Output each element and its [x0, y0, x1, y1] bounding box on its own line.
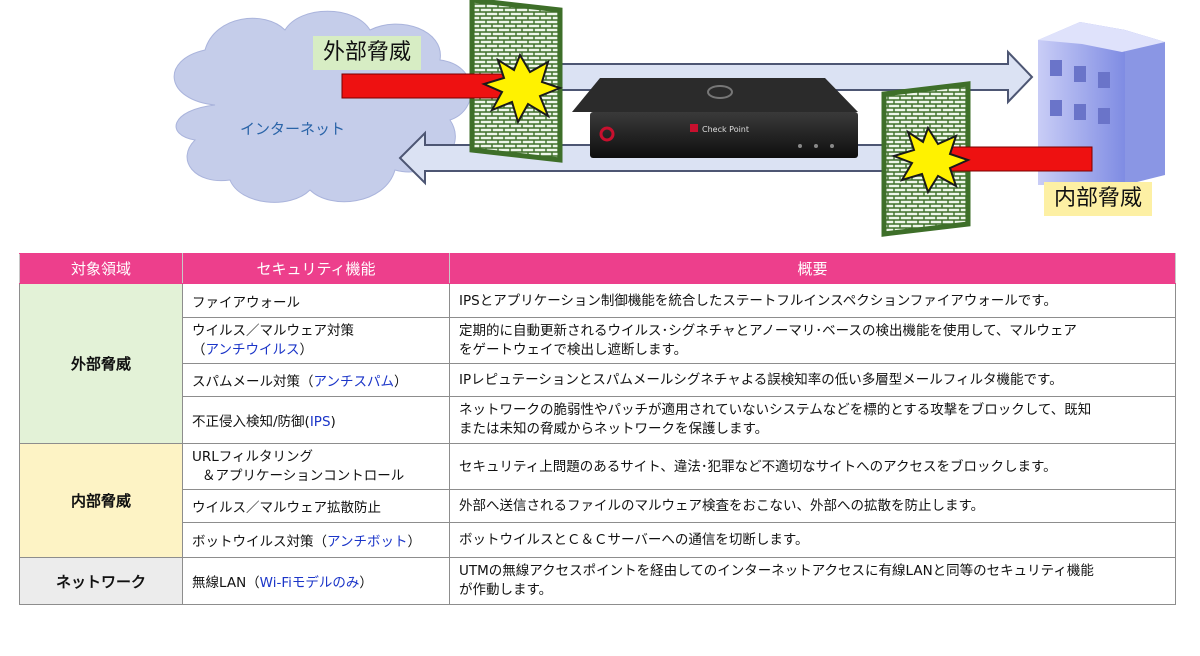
paren-close: ） — [393, 374, 408, 390]
function-highlight: アンチスパム — [313, 374, 394, 390]
table-row: 外部脅威 ファイアウォール IPSとアプリケーション制御機能を統合したステートフ… — [19, 283, 1176, 444]
table-row: ボットウイルス対策（アンチボット） ボットウイルスとＣ＆Ｃサーバーへの通信を切断… — [20, 522, 1176, 558]
external-threat-label: 外部脅威 — [313, 36, 422, 70]
paren-close: ） — [359, 575, 373, 591]
external-threat-arrow — [341, 73, 513, 99]
function-text: スパムメール対策（ — [192, 374, 314, 390]
description-cell: セキュリティ上問題のあるサイト、違法･犯罪など不適切なサイトへのアクセスをブロッ… — [449, 443, 1176, 490]
function-cell: ボットウイルス対策（アンチボット） — [182, 522, 450, 558]
table-row: ウイルス／マルウェア拡散防止 外部へ送信されるファイルのマルウェア検査をおこない… — [20, 489, 1176, 523]
description-cell: 外部へ送信されるファイルのマルウェア検査をおこない、外部への拡散を防止します。 — [449, 489, 1176, 523]
description-line: をゲートウェイで検出し遮断します。 — [459, 341, 688, 358]
function-cell: ウイルス／マルウェア対策 （アンチウイルス） — [182, 317, 450, 364]
function-cell: 無線LAN（Wi-Fiモデルのみ） — [182, 557, 450, 605]
network-diagram: Check Point インターネット 外部脅威 — [0, 0, 1200, 240]
utm-device: Check Point — [572, 78, 858, 158]
function-highlight: アンチボット — [327, 534, 408, 550]
paren-close: ) — [330, 414, 336, 430]
function-highlight: Wi-Fiモデルのみ — [259, 575, 360, 591]
function-text: 無線LAN（ — [192, 575, 260, 591]
function-cell: ウイルス／マルウェア拡散防止 — [182, 489, 450, 523]
internet-label: インターネット — [240, 120, 346, 138]
function-cell: URLフィルタリング ＆アプリケーションコントロール — [182, 443, 450, 490]
description-cell: UTMの無線アクセスポイントを経由してのインターネットアクセスに有線LANと同等… — [449, 557, 1176, 605]
function-line: ＆アプリケーションコントロール — [202, 467, 405, 484]
description-cell: 定期的に自動更新されるウイルス･シグネチャとアノーマリ･ベースの検出機能を使用し… — [449, 317, 1176, 364]
description-line: または未知の脅威からネットワークを保護します。 — [459, 421, 769, 437]
header-overview: 概要 — [449, 253, 1176, 284]
function-line: （アンチウイルス） — [192, 341, 440, 360]
function-text: ボットウイルス対策（ — [192, 534, 327, 550]
diagram-graphic: Check Point — [173, 0, 1165, 237]
paren-open: （ — [192, 341, 206, 358]
function-line: ウイルス／マルウェア対策 — [192, 322, 354, 339]
description-cell: IPSとアプリケーション制御機能を統合したステートフルインスペクションファイアウ… — [449, 283, 1176, 318]
table-row: スパムメール対策（アンチスパム） IPレピュテーションとスパムメールシグネチャよ… — [20, 363, 1176, 397]
function-cell: ファイアウォール — [182, 283, 450, 318]
checkpoint-logo-icon — [599, 126, 615, 142]
description-line: 定期的に自動更新されるウイルス･シグネチャとアノーマリ･ベースの検出機能を使用し… — [459, 322, 1077, 339]
description-cell: ボットウイルスとＣ＆Ｃサーバーへの通信を切断します。 — [449, 522, 1176, 558]
table-row: ウイルス／マルウェア対策 （アンチウイルス） 定期的に自動更新されるウイルス･シ… — [20, 317, 1176, 364]
table-row: 不正侵入検知/防御(IPS) ネットワークの脆弱性やパッチが適用されていないシス… — [20, 396, 1176, 444]
area-external-threat: 外部脅威 — [19, 283, 183, 444]
table-header-row: 対象領域 セキュリティ機能 概要 — [19, 253, 1176, 284]
function-cell: スパムメール対策（アンチスパム） — [182, 363, 450, 397]
table-row: 内部脅威 URLフィルタリング ＆アプリケーションコントロール セキュリティ上問… — [19, 443, 1176, 558]
internal-threat-burst-icon — [890, 125, 971, 195]
description-line: ネットワークの脆弱性やパッチが適用されていないシステムなどを標的とする攻撃をブロ… — [459, 402, 1092, 418]
function-highlight: IPS — [309, 414, 331, 430]
function-line: URLフィルタリング — [192, 448, 314, 465]
function-highlight: アンチウイルス — [205, 341, 300, 358]
device-brand: Check Point — [702, 125, 749, 134]
paren-close: ） — [407, 534, 421, 550]
table-row: ネットワーク 無線LAN（Wi-Fiモデルのみ） UTMの無線アクセスポイントを… — [19, 557, 1176, 605]
area-internal-threat: 内部脅威 — [19, 443, 183, 558]
area-network: ネットワーク — [19, 557, 183, 605]
external-threat-burst-icon — [481, 52, 563, 125]
header-security-function: セキュリティ機能 — [182, 253, 450, 284]
description-cell: IPレピュテーションとスパムメールシグネチャよる誤検知率の低い多層型メールフィル… — [449, 363, 1176, 397]
description-line: UTMの無線アクセスポイントを経由してのインターネットアクセスに有線LANと同等… — [459, 563, 1094, 579]
description-cell: ネットワークの脆弱性やパッチが適用されていないシステムなどを標的とする攻撃をブロ… — [449, 396, 1176, 444]
internal-threat-arrow — [944, 146, 1093, 172]
function-text: 不正侵入検知/防御( — [192, 414, 310, 430]
office-building-icon — [1038, 22, 1165, 185]
description-line: が作動します。 — [459, 582, 553, 598]
header-target-area: 対象領域 — [19, 253, 183, 284]
paren-close: ） — [299, 341, 313, 358]
function-cell: 不正侵入検知/防御(IPS) — [182, 396, 450, 444]
internal-threat-label: 内部脅威 — [1044, 182, 1153, 216]
security-function-table: 対象領域 セキュリティ機能 概要 外部脅威 ファイアウォール IPSとアプリケー… — [19, 253, 1176, 605]
